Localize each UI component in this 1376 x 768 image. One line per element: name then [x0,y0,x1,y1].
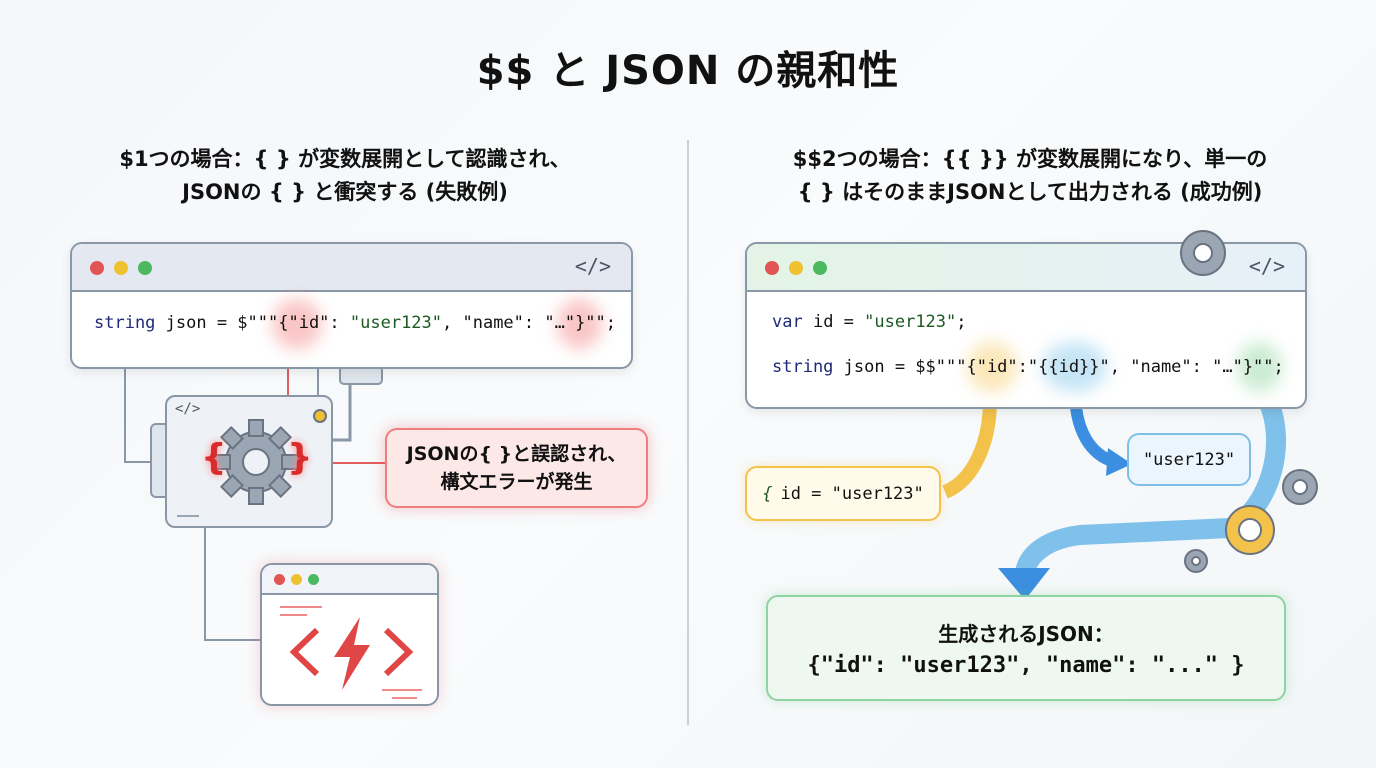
close-dot-icon [765,261,779,275]
right-heading: $$2つの場合：{{ }} が変数展開になり、単一の { } はそのままJSON… [720,143,1340,209]
code-line-2: string json = $$"""{"id":"{{id}}", "name… [772,357,1284,377]
left-heading: $1つの場合：{ } が変数展開として認識され、 JSONの { } と衝突する… [40,143,650,209]
error-window [260,563,439,706]
code-line: string json = $"""{"id": "user123", "nam… [94,313,617,333]
maximize-dot-icon [138,261,152,275]
gear-icon [1180,230,1226,276]
result-label: 生成されるJSON： [938,622,1114,646]
left-heading-line1: $1つの場合：{ } が変数展開として認識され、 [119,147,571,171]
callout-line2: 構文エラーが発生 [440,471,593,493]
left-code-window: </> string json = $"""{"id": "user123", … [70,242,633,369]
gear-icon [1225,505,1275,555]
indicator-light-icon [313,409,327,423]
code-tag-icon: </> [1248,254,1285,278]
error-callout: JSONの{ }と誤認され、 構文エラーが発生 [385,428,648,508]
brace-open: { [201,437,227,478]
right-heading-line1: $$2つの場合：{{ }} が変数展開になり、単一の [792,147,1268,171]
maximize-dot-icon [813,261,827,275]
value-box: "user123" [1127,433,1251,486]
gear-icon [1282,469,1318,505]
variable-text: id = "user123" [780,483,924,504]
error-bolt-icon [280,606,422,699]
result-box: 生成されるJSON： {"id": "user123", "name": "..… [766,595,1286,701]
code-tag-icon: </> [175,401,201,417]
window-titlebar: </> [72,244,631,292]
left-heading-line2: JSONの { } と衝突する (失敗例) [182,180,508,204]
brace-close: } [287,437,313,478]
code-line-1: var id = "user123"; [772,312,967,332]
gear-icon [213,419,299,505]
result-json: {"id": "user123", "name": "..." } [807,653,1245,678]
parser-machine: </> { } [165,395,333,528]
callout-line1: JSONの{ }と誤認され、 [406,443,627,465]
code-tag-icon: </> [574,254,611,278]
divider [687,140,689,725]
variable-box: { id = "user123" [745,466,941,521]
brace-icon: { [762,483,773,504]
minimize-dot-icon [789,261,803,275]
gear-icon [1184,549,1208,573]
right-heading-line2: { } はそのままJSONとして出力される (成功例) [797,180,1263,204]
close-dot-icon [90,261,104,275]
minimize-dot-icon [114,261,128,275]
page-title: $$ と JSON の親和性 [476,48,900,94]
